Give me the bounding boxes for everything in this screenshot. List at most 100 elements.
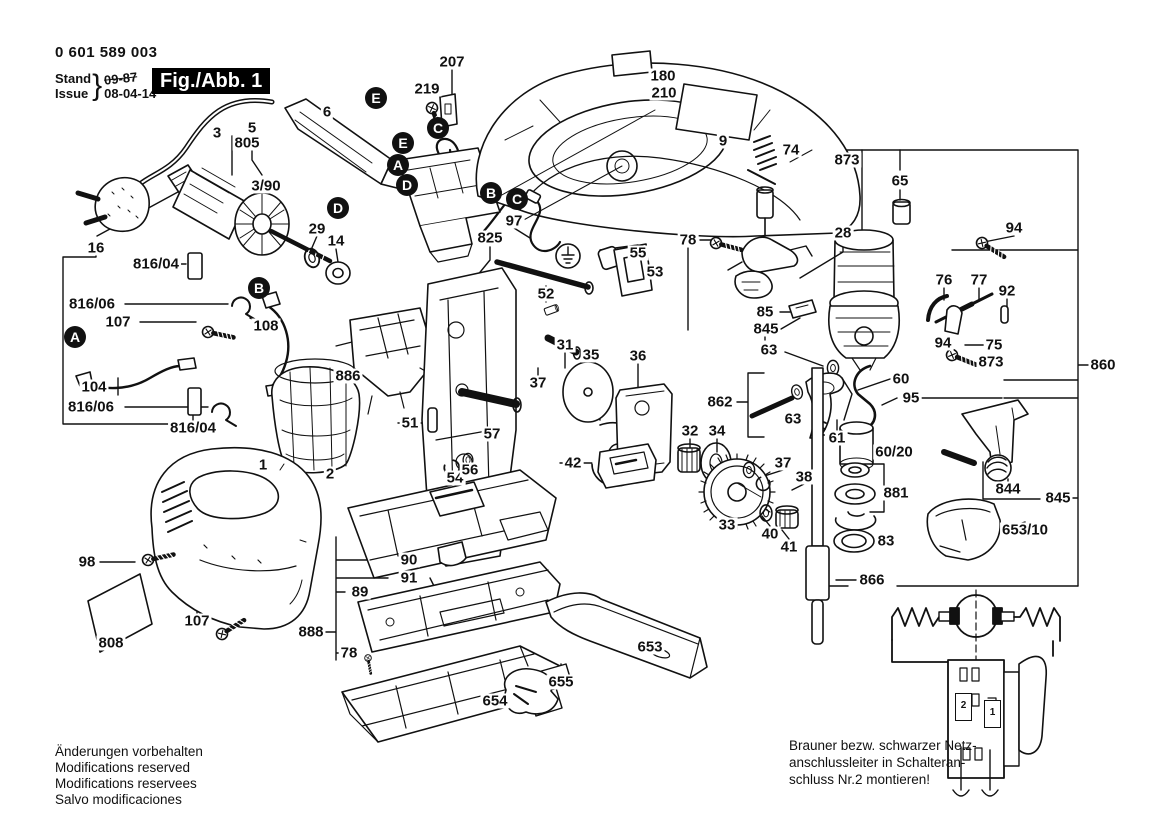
part-label-816-06: 816/06 [66, 398, 116, 416]
part-label-825: 825 [475, 229, 505, 247]
part-label-28: 28 [832, 224, 854, 242]
part-label-34: 34 [706, 422, 728, 440]
armature [167, 164, 351, 285]
old-date: 09-87 [103, 69, 139, 88]
note-line: anschlussleiter in Schalteran- [789, 755, 966, 770]
part-label-78: 78 [338, 644, 360, 662]
part-label-65: 65 [889, 172, 911, 190]
part-label-42: 42 [562, 454, 584, 472]
part-label-52: 52 [535, 285, 557, 303]
part-label-886: 886 [333, 367, 363, 385]
connection-marker-A: A [64, 326, 86, 348]
stand-issue-labels: Stand Issue [55, 71, 92, 101]
note-line: Brauner bezw. schwarzer Netz- [789, 738, 977, 753]
part-label-90: 90 [398, 551, 420, 569]
part-label-97: 97 [503, 212, 525, 230]
part-label-2: 2 [323, 465, 337, 483]
part-label-40: 40 [759, 525, 781, 543]
part-label-94: 94 [932, 334, 954, 352]
connection-marker-C: C [427, 117, 449, 139]
part-label-36: 36 [627, 347, 649, 365]
part-label-53: 53 [644, 263, 666, 281]
part-label-873: 873 [832, 151, 862, 169]
connection-marker-D: D [396, 174, 418, 196]
part-label-61: 61 [826, 429, 848, 447]
figure-label: Fig./Abb. 1 [152, 68, 271, 94]
catalog-number: 0 601 589 003 [55, 44, 158, 61]
counterweight-parts [562, 361, 673, 489]
connection-marker-B: B [480, 182, 502, 204]
connection-marker-C: C [506, 188, 528, 210]
power-cord [75, 98, 275, 233]
part-label-808: 808 [96, 634, 126, 652]
part-label-63: 63 [782, 410, 804, 428]
part-label-77: 77 [968, 271, 990, 289]
part-label-653-10: 653/10 [1000, 521, 1050, 539]
part-label-16: 16 [85, 239, 107, 257]
part-label-3: 3 [210, 124, 224, 142]
part-label-60: 60 [890, 370, 912, 388]
part-label-89: 89 [349, 583, 371, 601]
part-label-55: 55 [627, 244, 649, 262]
part-label-107: 107 [182, 612, 212, 630]
issue-date: 08-04-14 [104, 86, 157, 101]
part-label-94: 94 [1003, 219, 1025, 237]
part-label-75: 75 [983, 336, 1005, 354]
part-label-816-04: 816/04 [168, 419, 218, 437]
part-label-74: 74 [780, 141, 802, 159]
regulator-parts [926, 235, 1008, 369]
label-plate-808 [87, 573, 153, 653]
part-label-6: 6 [320, 103, 334, 121]
revision-row: Stand Issue } 09-87 08-04-14 [55, 69, 157, 103]
part-label-41: 41 [778, 538, 800, 556]
part-label-881: 881 [881, 484, 911, 502]
part-label-5: 5 [245, 119, 259, 137]
part-label-888: 888 [296, 623, 326, 641]
part-label-210: 210 [649, 84, 679, 102]
connection-marker-E: E [392, 132, 414, 154]
part-label-37: 37 [772, 454, 794, 472]
connection-marker-A: A [387, 154, 409, 176]
brush-plate-85 [788, 299, 840, 377]
part-label-56: 56 [459, 461, 481, 479]
part-label-866: 866 [857, 571, 887, 589]
part-label-108: 108 [251, 317, 281, 335]
part-label-9: 9 [716, 132, 730, 150]
handle-housing [141, 446, 322, 642]
part-label-654: 654 [480, 692, 510, 710]
part-label-51: 51 [399, 414, 421, 432]
part-label-14: 14 [325, 232, 347, 250]
part-label-844: 844 [993, 480, 1023, 498]
part-label-83: 83 [875, 532, 897, 550]
footer-line: Modifications reserved [55, 760, 191, 775]
part-label-845: 845 [751, 320, 781, 338]
part-label-816-06: 816/06 [67, 295, 117, 313]
note-line: schluss Nr.2 montieren! [789, 772, 931, 787]
part-label-653: 653 [635, 638, 665, 656]
part-label-57: 57 [481, 425, 503, 443]
part-label-76: 76 [933, 271, 955, 289]
part-label-1: 1 [256, 456, 270, 474]
part-label-816-04: 816/04 [131, 255, 181, 273]
part-label-219: 219 [412, 80, 442, 98]
plunger-assembly [805, 364, 877, 645]
terminal-tag-1: 1 [984, 700, 1001, 728]
footer-line: Salvo modificaciones [55, 792, 182, 807]
connection-marker-B: B [248, 277, 270, 299]
connection-marker-D: D [327, 197, 349, 219]
part-label-92: 92 [996, 282, 1018, 300]
brace-glyph: } [92, 69, 103, 102]
footer-line: Modifications reservees [55, 776, 197, 791]
terminal-tag-2: 2 [955, 693, 972, 721]
part-label-805: 805 [232, 134, 262, 152]
part-label-873: 873 [976, 353, 1006, 371]
wiring-note: Brauner bezw. schwarzer Netz-anschlussle… [789, 737, 977, 788]
part-label-862: 862 [705, 393, 735, 411]
part-label-98: 98 [76, 553, 98, 571]
part-label-95: 95 [900, 389, 922, 407]
part-label-78: 78 [677, 231, 699, 249]
part-label-845: 845 [1043, 489, 1073, 507]
